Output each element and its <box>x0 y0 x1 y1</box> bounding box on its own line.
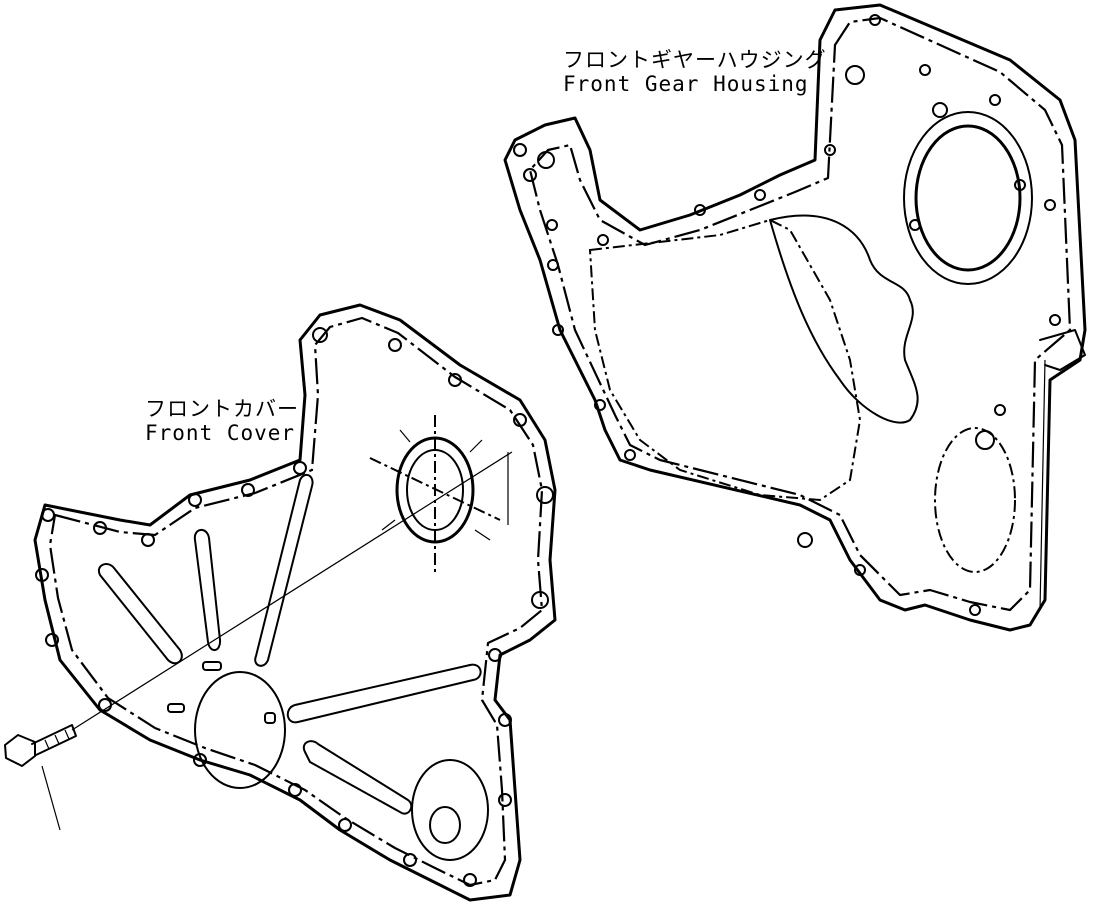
housing-upper-opening-rim <box>903 111 1033 285</box>
housing-bolt-holes <box>513 14 1061 616</box>
cover-slot-3 <box>254 473 314 667</box>
cover-gasket-line <box>48 316 544 887</box>
cover-bolt-holes <box>35 327 554 887</box>
assembly-axis-line <box>71 451 513 731</box>
front-cover-label: フロントカバー Front Cover <box>145 397 299 445</box>
housing-lower-opening <box>934 427 1016 573</box>
cover-lower-opening <box>194 671 286 789</box>
cover-outline <box>33 303 557 902</box>
cover-slot-2 <box>193 529 222 651</box>
cover-dowels <box>167 661 276 724</box>
front-gear-housing-label-jp: フロントギヤーハウジング <box>563 48 827 72</box>
housing-upper-opening <box>914 124 1022 272</box>
bolt-leader-line <box>41 765 61 831</box>
cover-slot-4 <box>286 663 482 724</box>
front-gear-housing <box>503 3 1087 632</box>
housing-outline <box>503 3 1087 632</box>
housing-gasket-line <box>528 16 1072 612</box>
front-gear-housing-label: フロントギヤーハウジング Front Gear Housing <box>563 48 827 96</box>
mounting-bolt <box>4 724 77 831</box>
cover-slot-1 <box>97 563 183 665</box>
front-cover-label-en: Front Cover <box>145 421 296 445</box>
front-cover-label-jp: フロントカバー <box>145 397 299 421</box>
crank-seal <box>369 415 501 575</box>
housing-seal-seam <box>769 214 919 424</box>
housing-seam-right <box>1039 359 1046 611</box>
cover-lower-boss <box>411 759 489 861</box>
front-gear-housing-label-en: Front Gear Housing <box>563 72 809 96</box>
cover-slot-5 <box>302 740 413 815</box>
housing-inner-window <box>588 218 862 502</box>
front-cover <box>33 303 557 902</box>
housing-side-lug <box>1039 329 1086 371</box>
